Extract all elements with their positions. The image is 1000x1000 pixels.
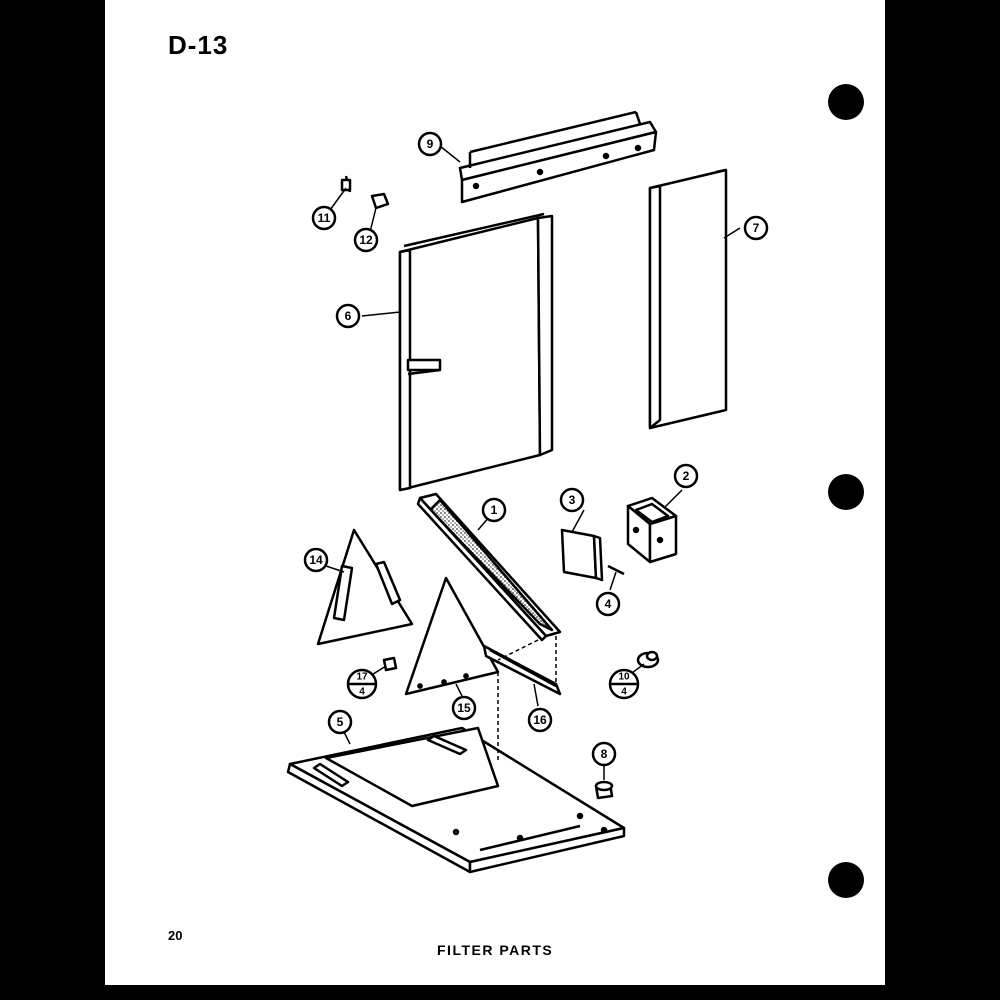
svg-text:4: 4	[359, 687, 365, 698]
callout-9: 9	[417, 131, 443, 157]
svg-text:4: 4	[605, 597, 612, 611]
svg-text:10: 10	[618, 672, 630, 683]
part-10-grommet	[636, 650, 660, 669]
callout-15: 15	[451, 695, 477, 721]
svg-text:11: 11	[318, 211, 331, 225]
part-16-filter-rail	[482, 644, 562, 696]
binder-hole-bottom	[828, 862, 864, 898]
callout-10-qty-4: 10 4	[608, 668, 640, 700]
part-5-base-pan	[286, 726, 626, 874]
svg-text:6: 6	[345, 309, 352, 323]
svg-text:7: 7	[753, 221, 760, 235]
svg-text:16: 16	[533, 713, 547, 727]
callout-4: 4	[595, 591, 621, 617]
svg-text:2: 2	[683, 469, 690, 483]
part-17-screw	[382, 656, 398, 672]
part-9-top-rail	[458, 110, 658, 204]
svg-text:8: 8	[601, 747, 608, 761]
callout-6: 6	[335, 303, 361, 329]
scan-border-right	[890, 0, 1000, 1000]
binder-hole-middle	[828, 474, 864, 510]
part-12-nut	[370, 192, 390, 210]
part-3-cover-plate	[560, 528, 604, 582]
part-6-front-panel	[398, 212, 554, 492]
callout-16: 16	[527, 707, 553, 733]
svg-text:9: 9	[427, 137, 434, 151]
callout-1: 1	[481, 497, 507, 523]
part-1-filter	[416, 492, 562, 642]
part-11-screw	[340, 175, 352, 193]
svg-text:15: 15	[457, 701, 471, 715]
svg-text:3: 3	[569, 493, 576, 507]
svg-text:1: 1	[491, 503, 498, 517]
diagram-caption: FILTER PARTS	[437, 942, 554, 958]
callout-7: 7	[743, 215, 769, 241]
part-14-baffle	[316, 528, 414, 646]
callout-3: 3	[559, 487, 585, 513]
callout-14: 14	[303, 547, 329, 573]
callout-5: 5	[327, 709, 353, 735]
callout-12: 12	[353, 227, 379, 253]
callout-17-qty-4: 17 4	[346, 668, 378, 700]
svg-text:4: 4	[621, 687, 627, 698]
callout-2: 2	[673, 463, 699, 489]
page-title: D-13	[168, 30, 229, 60]
part-2-junction-box	[626, 496, 678, 564]
binder-hole-top	[828, 84, 864, 120]
page-number: 20	[168, 928, 183, 943]
scan-border-left	[0, 0, 92, 1000]
alignment-lines	[497, 636, 557, 760]
svg-text:14: 14	[309, 553, 323, 567]
part-8-foot	[594, 780, 614, 800]
part-4-screw	[607, 564, 625, 576]
callout-8: 8	[591, 741, 617, 767]
part-15-baffle	[404, 576, 500, 696]
svg-text:5: 5	[337, 715, 344, 729]
callout-11: 11	[311, 205, 337, 231]
svg-text:17: 17	[356, 672, 368, 683]
svg-text:12: 12	[359, 233, 373, 247]
part-7-side-panel	[648, 168, 728, 430]
